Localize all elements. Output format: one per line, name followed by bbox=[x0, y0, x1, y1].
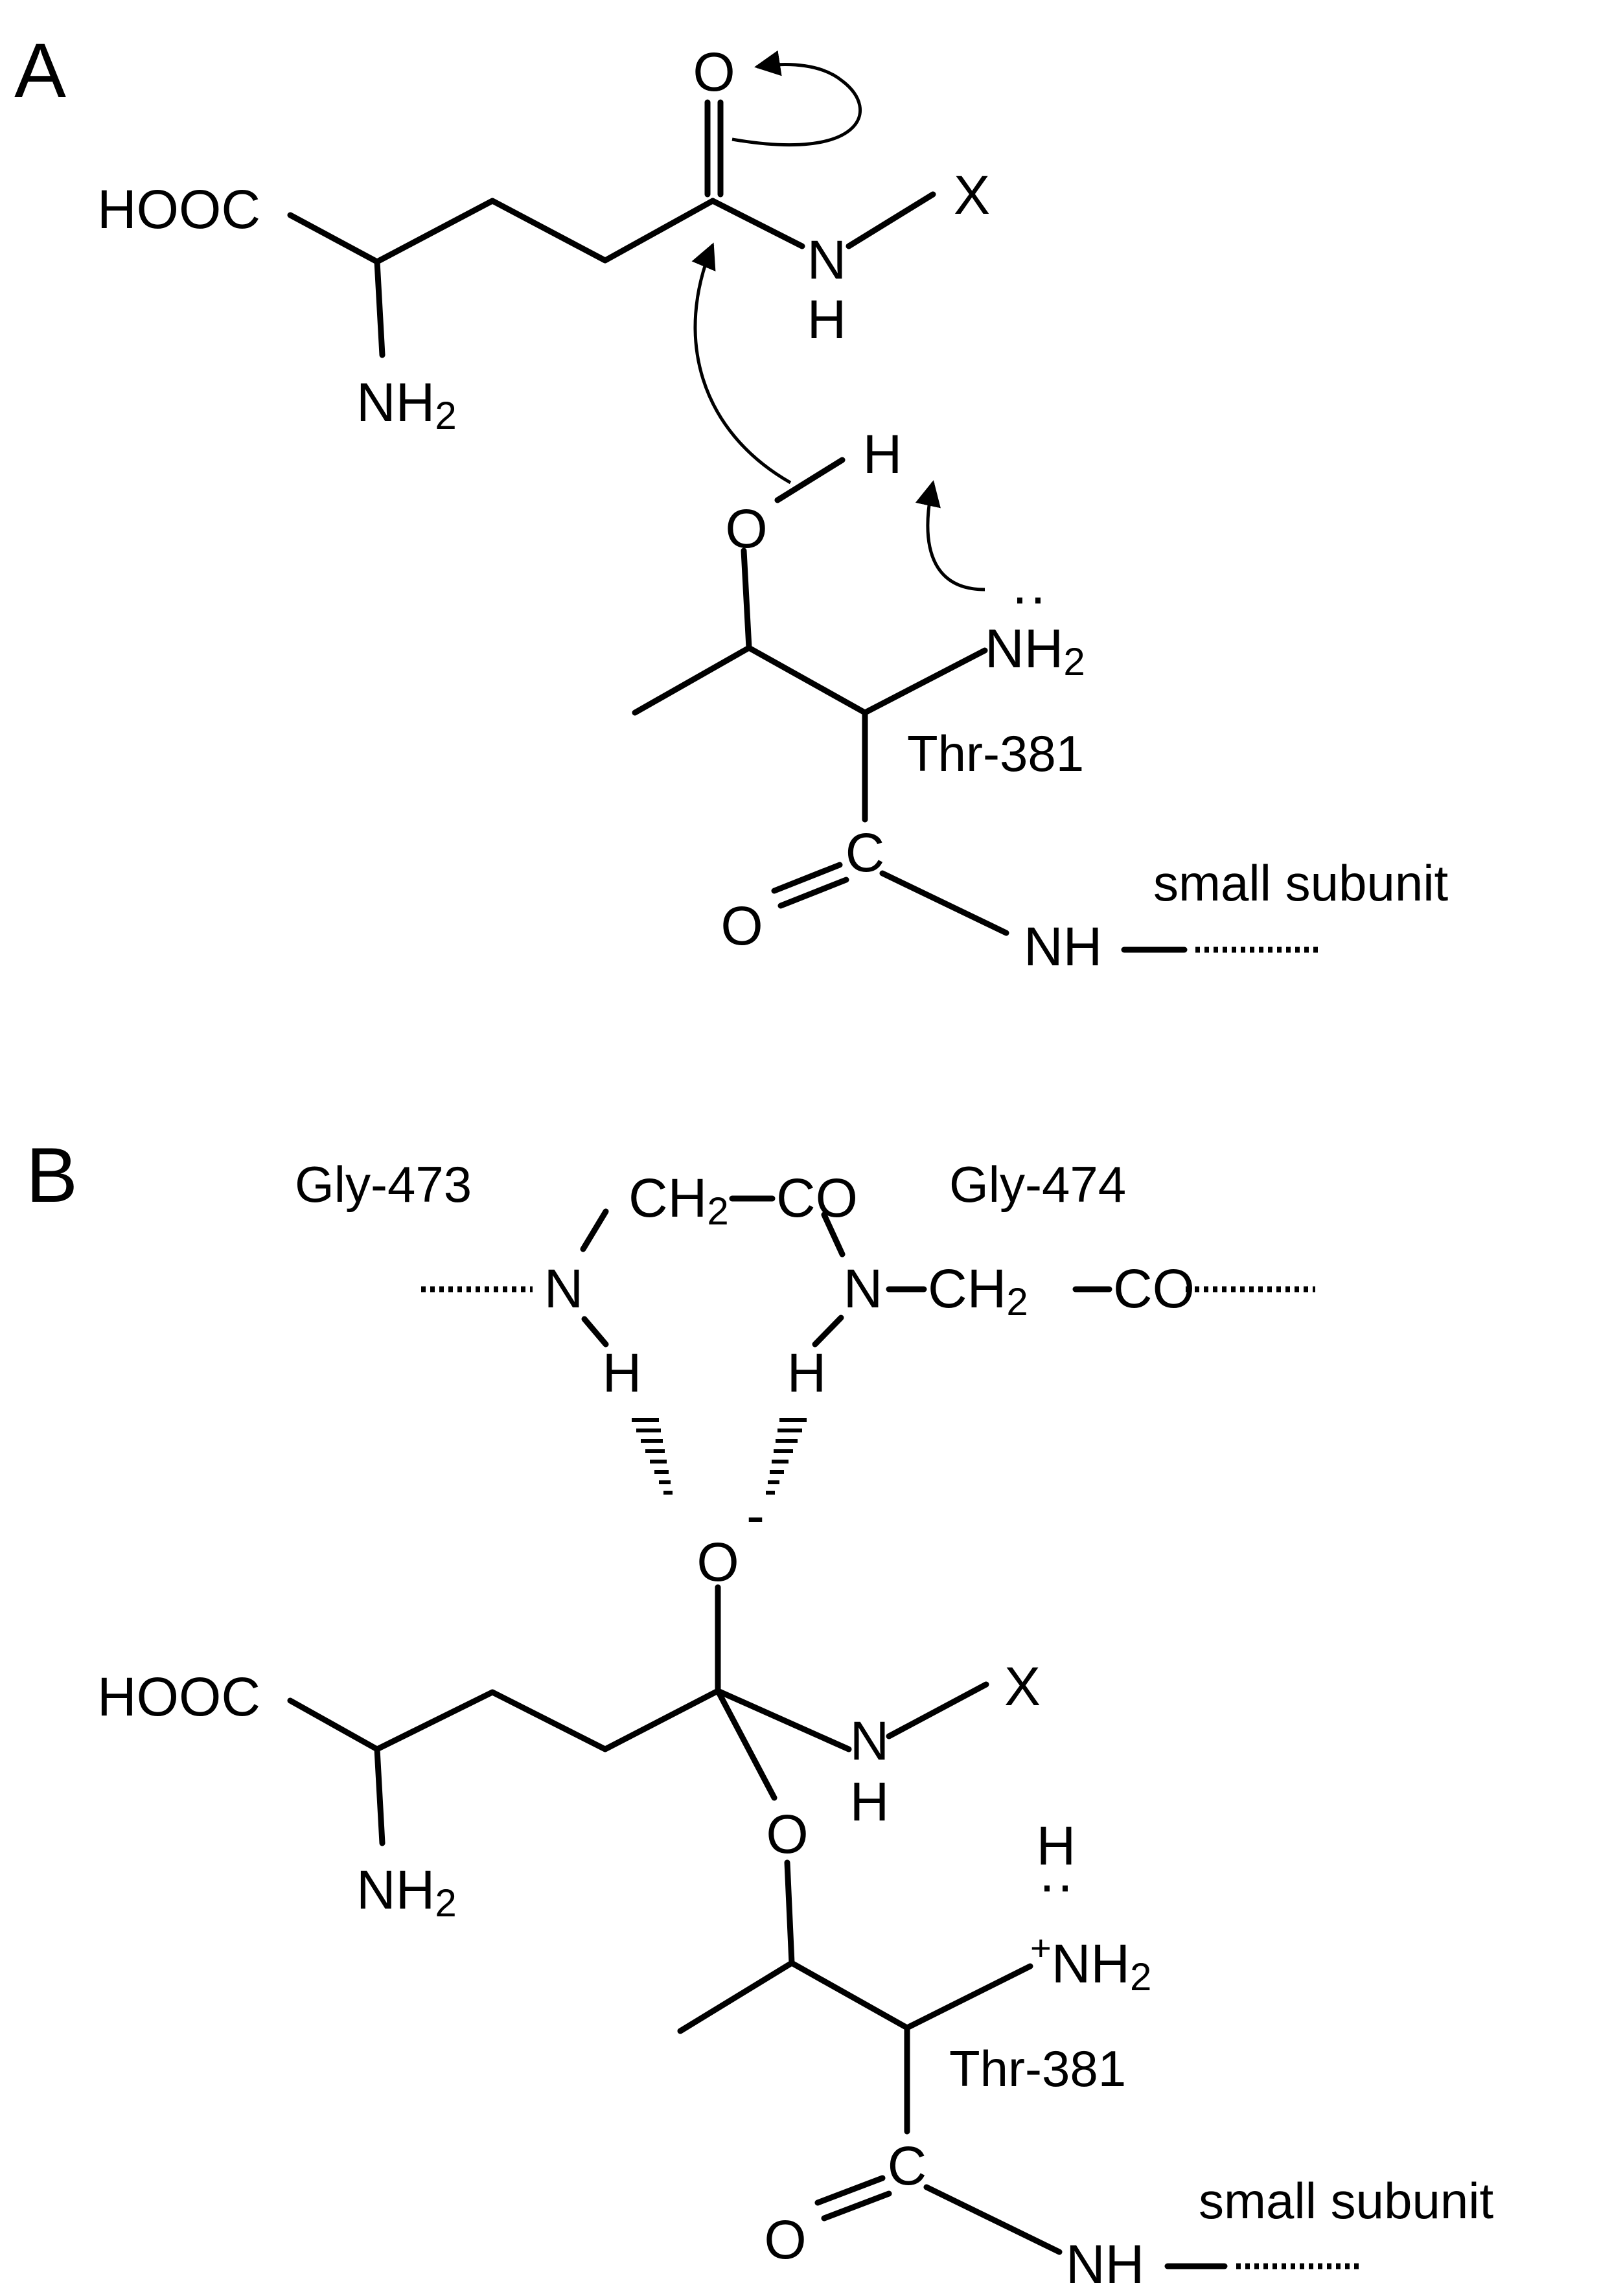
gly-473-nitrogen: N bbox=[544, 1258, 584, 1319]
amide-nitrogen: N bbox=[807, 229, 847, 290]
backbone-nh: NH bbox=[1024, 916, 1102, 977]
hydrogen-bond-hashes bbox=[632, 1418, 807, 1495]
gly-474-methylene: CH2 bbox=[928, 1258, 1028, 1324]
electron-arrow-attack bbox=[691, 242, 792, 485]
threonine-label: Thr-381 bbox=[907, 725, 1084, 782]
intermediate-bonds bbox=[287, 1584, 989, 1846]
carbonyl-oxygen: O bbox=[693, 41, 735, 102]
carboxyl-group: HOOC bbox=[97, 179, 260, 240]
gly-473-label: Gly-473 bbox=[295, 1156, 472, 1213]
ester-oxygen: O bbox=[766, 1804, 808, 1865]
oxyanion-charge: - bbox=[746, 1485, 765, 1546]
panel-b-label: B bbox=[26, 1132, 78, 1219]
carboxyl-group-b: HOOC bbox=[97, 1666, 260, 1727]
gly-474-carbonyl: CO bbox=[1113, 1258, 1195, 1319]
threonine-amino-group: NH2 bbox=[985, 618, 1085, 683]
threonine-label-b: Thr-381 bbox=[949, 2040, 1126, 2097]
lone-pair: ·· bbox=[1011, 566, 1047, 627]
amide-hydrogen-b: H bbox=[850, 1771, 890, 1832]
small-subunit-label: small subunit bbox=[1153, 855, 1449, 912]
substituent-x-b: X bbox=[1004, 1656, 1041, 1717]
ammonium-group: +NH2 bbox=[1030, 1927, 1151, 1999]
alpha-amino-group: NH2 bbox=[356, 372, 457, 437]
hydroxyl-hydrogen: H bbox=[863, 424, 903, 485]
hydroxyl-oxygen: O bbox=[725, 498, 767, 559]
small-subunit-label-b: small subunit bbox=[1199, 2172, 1494, 2229]
gly-474-label: Gly-474 bbox=[949, 1156, 1126, 1213]
lone-pair-b: ·· bbox=[1038, 1854, 1074, 1915]
panel-a: A O HOOC N H X NH2 bbox=[14, 27, 1449, 977]
threonine-bonds-b bbox=[677, 1859, 1361, 2269]
alpha-amino-group-b: NH2 bbox=[356, 1859, 457, 1925]
gly-473-carbonyl: CO bbox=[776, 1167, 858, 1228]
electron-arrow-carbonyl bbox=[731, 50, 862, 146]
substrate-bonds-a bbox=[287, 99, 936, 358]
oxyanion: O bbox=[697, 1532, 739, 1592]
backbone-carbonyl-oxygen-b: O bbox=[764, 2209, 806, 2270]
gly-473-methylene: CH2 bbox=[628, 1167, 729, 1233]
glycine-backbone-bonds bbox=[421, 1195, 1315, 1348]
gly-473-hydrogen: H bbox=[603, 1342, 642, 1403]
electron-arrow-proton bbox=[915, 480, 985, 591]
panel-a-label: A bbox=[14, 27, 66, 114]
gly-474-nitrogen: N bbox=[844, 1258, 883, 1319]
backbone-carbonyl-carbon-b: C bbox=[888, 2135, 927, 2196]
gly-474-hydrogen: H bbox=[787, 1342, 827, 1403]
backbone-carbonyl-oxygen: O bbox=[720, 895, 763, 956]
amide-hydrogen: H bbox=[807, 289, 847, 350]
ammonium-hydrogen: H bbox=[1037, 1815, 1076, 1876]
threonine-bonds-a bbox=[632, 457, 1322, 953]
substituent-x: X bbox=[954, 165, 990, 225]
backbone-nh-b: NH bbox=[1066, 2234, 1144, 2295]
panel-b: B Gly-473 Gly-474 N H CH2 CO N H CH2 CO bbox=[26, 1132, 1494, 2295]
backbone-carbonyl-carbon: C bbox=[846, 822, 885, 883]
amide-nitrogen-b: N bbox=[850, 1710, 890, 1771]
